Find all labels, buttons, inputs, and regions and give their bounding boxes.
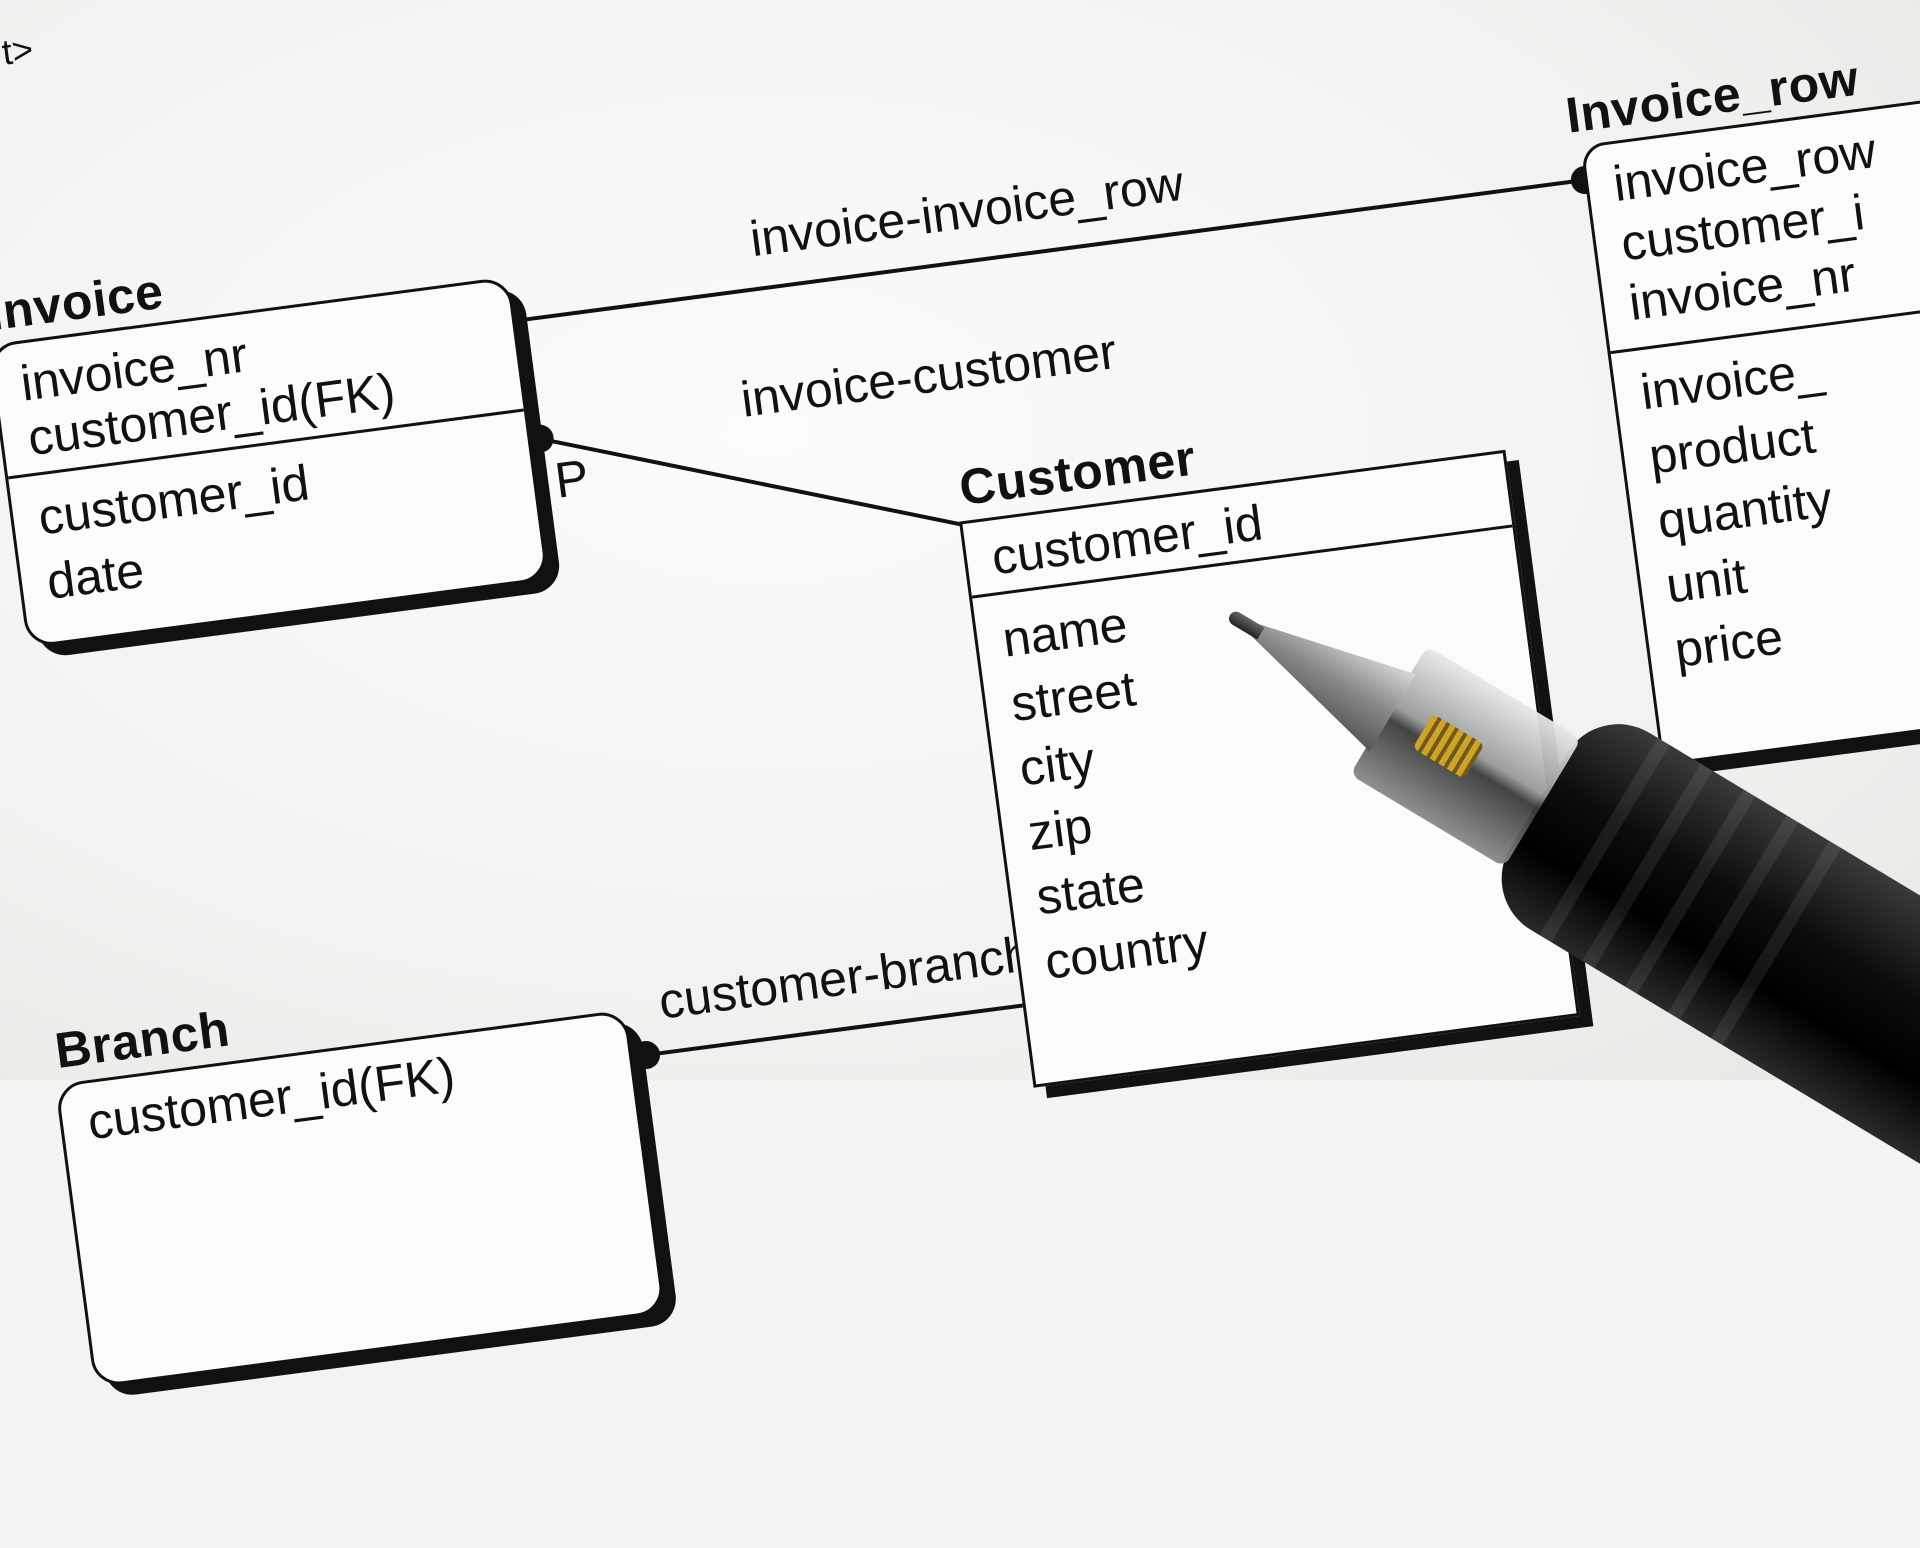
pencil-lead: [1226, 608, 1265, 640]
attr-customer-state: state: [1033, 855, 1148, 926]
attr-invoice-row-unit: unit: [1662, 547, 1751, 614]
dot-invoice-end: [525, 424, 554, 453]
attr-invoice-date: date: [43, 541, 148, 610]
attr-invoice-row-quantity: quantity: [1654, 470, 1836, 550]
attr-customer-zip: zip: [1024, 797, 1096, 862]
attr-customer-city: city: [1016, 731, 1098, 797]
attr-customer-country: country: [1041, 912, 1212, 990]
pencil-spring: [1412, 713, 1485, 779]
attr-customer-name: name: [999, 595, 1131, 668]
line-invoice-customer: [539, 436, 1043, 543]
attr-invoice-row-product: product: [1645, 407, 1819, 485]
attr-customer-street: street: [1007, 660, 1140, 733]
attr-invoice-row-price: price: [1671, 608, 1787, 679]
attr-invoice-row-invoice: invoice_: [1637, 340, 1827, 421]
line-invoice-invoice-row: [523, 178, 1586, 322]
dot-branch-end: [632, 1041, 661, 1070]
